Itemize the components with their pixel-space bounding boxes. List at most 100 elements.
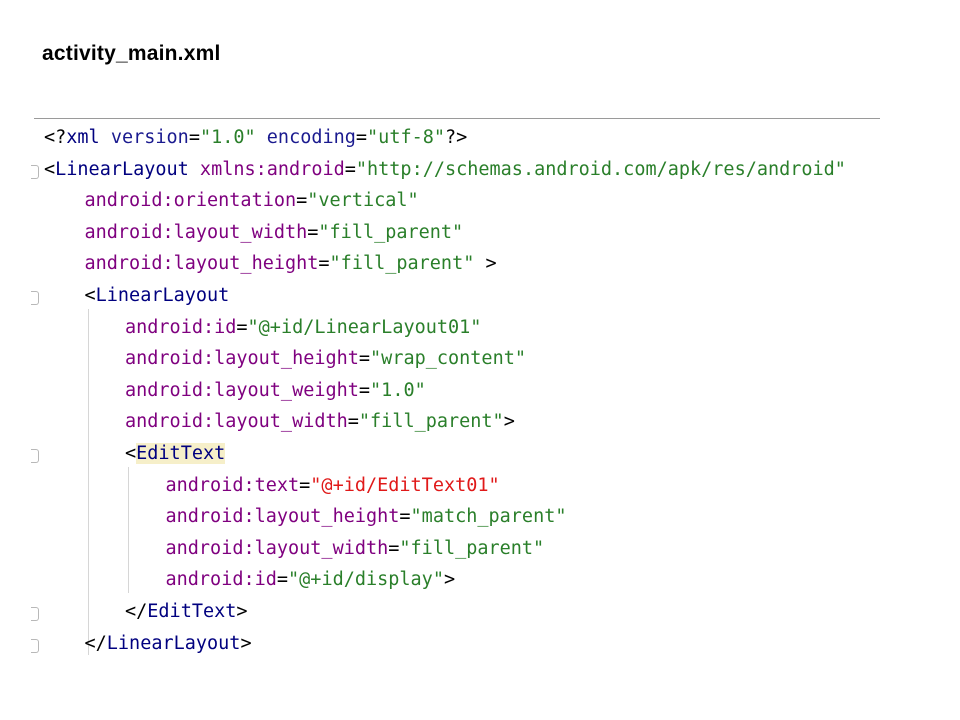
code-token: android:id	[165, 569, 277, 591]
code-token: "fill_parent"	[358, 411, 504, 433]
code-token: <	[125, 443, 137, 464]
code-token: android:id	[125, 316, 237, 338]
code-token: =	[236, 316, 248, 338]
fold-toggle-icon[interactable]	[31, 164, 39, 179]
code-line-text: android:layout_height="fill_parent" >	[85, 248, 497, 280]
code-token: =	[388, 537, 400, 559]
code-line[interactable]: <?xml version="1.0" encoding="utf-8"?>	[0, 122, 900, 154]
code-token: =	[355, 127, 368, 148]
code-token: =	[347, 411, 359, 433]
code-line-text: android:layout_weight="1.0"	[125, 375, 426, 407]
code-token: xml	[66, 127, 100, 148]
code-line[interactable]: android:id="@+id/LinearLayout01"	[0, 312, 900, 344]
code-token: =	[358, 379, 371, 401]
code-token: "@+id/display"	[288, 569, 444, 591]
code-token: =	[318, 253, 330, 275]
code-token: xmlns:android	[188, 158, 345, 180]
code-token: android:layout_width	[125, 411, 348, 433]
code-line[interactable]: <LinearLayout	[0, 280, 900, 312]
code-token: encoding	[255, 127, 356, 148]
code-token: android:layout_width	[84, 221, 308, 243]
code-token: =	[299, 474, 311, 496]
code-line[interactable]: android:text="@+id/EditText01"	[0, 470, 900, 502]
code-token: "fill_parent"	[329, 253, 475, 275]
code-token: "wrap_content"	[370, 348, 526, 370]
code-token: "fill_parent"	[399, 537, 545, 559]
code-token: <	[84, 285, 96, 306]
code-token: android:layout_width	[165, 537, 389, 559]
code-token: "@+id/EditText01"	[310, 474, 500, 496]
indent-guide	[88, 309, 89, 655]
code-line[interactable]: </EditText>	[0, 596, 900, 628]
code-token: >	[240, 632, 252, 654]
code-token: android:text	[165, 474, 300, 496]
code-token: =	[399, 506, 411, 528]
code-token: "vertical"	[307, 190, 419, 212]
fold-toggle-icon[interactable]	[31, 638, 39, 653]
code-line-text: </LinearLayout>	[85, 628, 252, 660]
code-token: =	[296, 190, 308, 212]
code-line[interactable]: android:layout_width="fill_parent"	[0, 217, 900, 249]
code-token: "@+id/LinearLayout01"	[247, 316, 482, 338]
code-token: LinearLayout	[55, 158, 189, 180]
code-line-text: <LinearLayout xmlns:android="http://sche…	[44, 154, 846, 186]
code-line-text: android:layout_width="fill_parent">	[125, 406, 515, 438]
code-line-text: android:layout_height="match_parent"	[166, 501, 567, 533]
code-token: "utf-8"	[367, 127, 446, 148]
code-line[interactable]: android:layout_width="fill_parent"	[0, 533, 900, 565]
code-line-text: <EditText	[125, 438, 226, 470]
code-token: >	[474, 253, 497, 275]
code-token: android:layout_height	[125, 348, 359, 370]
code-token: LinearLayout	[95, 285, 230, 306]
code-token: =	[344, 158, 356, 180]
code-line[interactable]: android:layout_height="match_parent"	[0, 501, 900, 533]
title-divider	[34, 118, 880, 119]
file-title: activity_main.xml	[42, 42, 221, 65]
code-line-text: android:layout_width="fill_parent"	[166, 533, 545, 565]
code-line-text: android:id="@+id/display">	[166, 564, 456, 596]
code-line[interactable]: android:orientation="vertical"	[0, 185, 900, 217]
code-token: =	[188, 127, 200, 148]
code-token: <?	[44, 127, 67, 148]
code-token: android:orientation	[84, 190, 297, 212]
code-line[interactable]: </LinearLayout>	[0, 628, 900, 660]
code-line[interactable]: android:id="@+id/display">	[0, 564, 900, 596]
fold-toggle-icon[interactable]	[31, 291, 39, 306]
code-line-text: android:layout_width="fill_parent"	[85, 217, 464, 249]
code-editor[interactable]: <?xml version="1.0" encoding="utf-8"?><L…	[0, 122, 960, 682]
code-token: "1.0"	[370, 379, 426, 401]
indent-guide	[128, 467, 129, 593]
code-line[interactable]: android:layout_width="fill_parent">	[0, 406, 900, 438]
code-token: </	[84, 632, 107, 654]
code-token: >	[236, 601, 248, 622]
code-token: ?>	[445, 127, 468, 148]
code-line-text: android:layout_height="wrap_content"	[125, 343, 526, 375]
code-line-text: <LinearLayout	[85, 280, 230, 312]
code-line[interactable]: android:layout_weight="1.0"	[0, 375, 900, 407]
code-token: "match_parent"	[410, 506, 567, 528]
code-token: android:layout_height	[84, 253, 319, 275]
code-token: "1.0"	[199, 127, 256, 148]
code-token: =	[358, 348, 371, 370]
code-token: </	[125, 601, 148, 622]
code-token: EditText	[147, 601, 237, 622]
fold-toggle-icon[interactable]	[31, 607, 39, 622]
code-token: android:layout_height	[165, 506, 400, 528]
code-token: >	[503, 411, 515, 433]
code-token: >	[443, 569, 456, 591]
code-token: =	[276, 569, 289, 591]
code-token: android:layout_weight	[125, 379, 359, 401]
code-line[interactable]: android:layout_height="fill_parent" >	[0, 248, 900, 280]
code-line[interactable]: <LinearLayout xmlns:android="http://sche…	[0, 154, 900, 186]
code-line-text: </EditText>	[125, 596, 248, 628]
code-token: EditText	[136, 443, 226, 464]
code-line-text: android:orientation="vertical"	[85, 185, 419, 217]
code-line-text: android:text="@+id/EditText01"	[166, 470, 500, 502]
code-token: "fill_parent"	[318, 221, 464, 243]
code-line[interactable]: <EditText	[0, 438, 900, 470]
fold-toggle-icon[interactable]	[31, 449, 39, 464]
code-token: LinearLayout	[106, 632, 241, 654]
code-token: version	[99, 127, 189, 148]
code-line[interactable]: android:layout_height="wrap_content"	[0, 343, 900, 375]
code-line-text: <?xml version="1.0" encoding="utf-8"?>	[44, 122, 467, 154]
